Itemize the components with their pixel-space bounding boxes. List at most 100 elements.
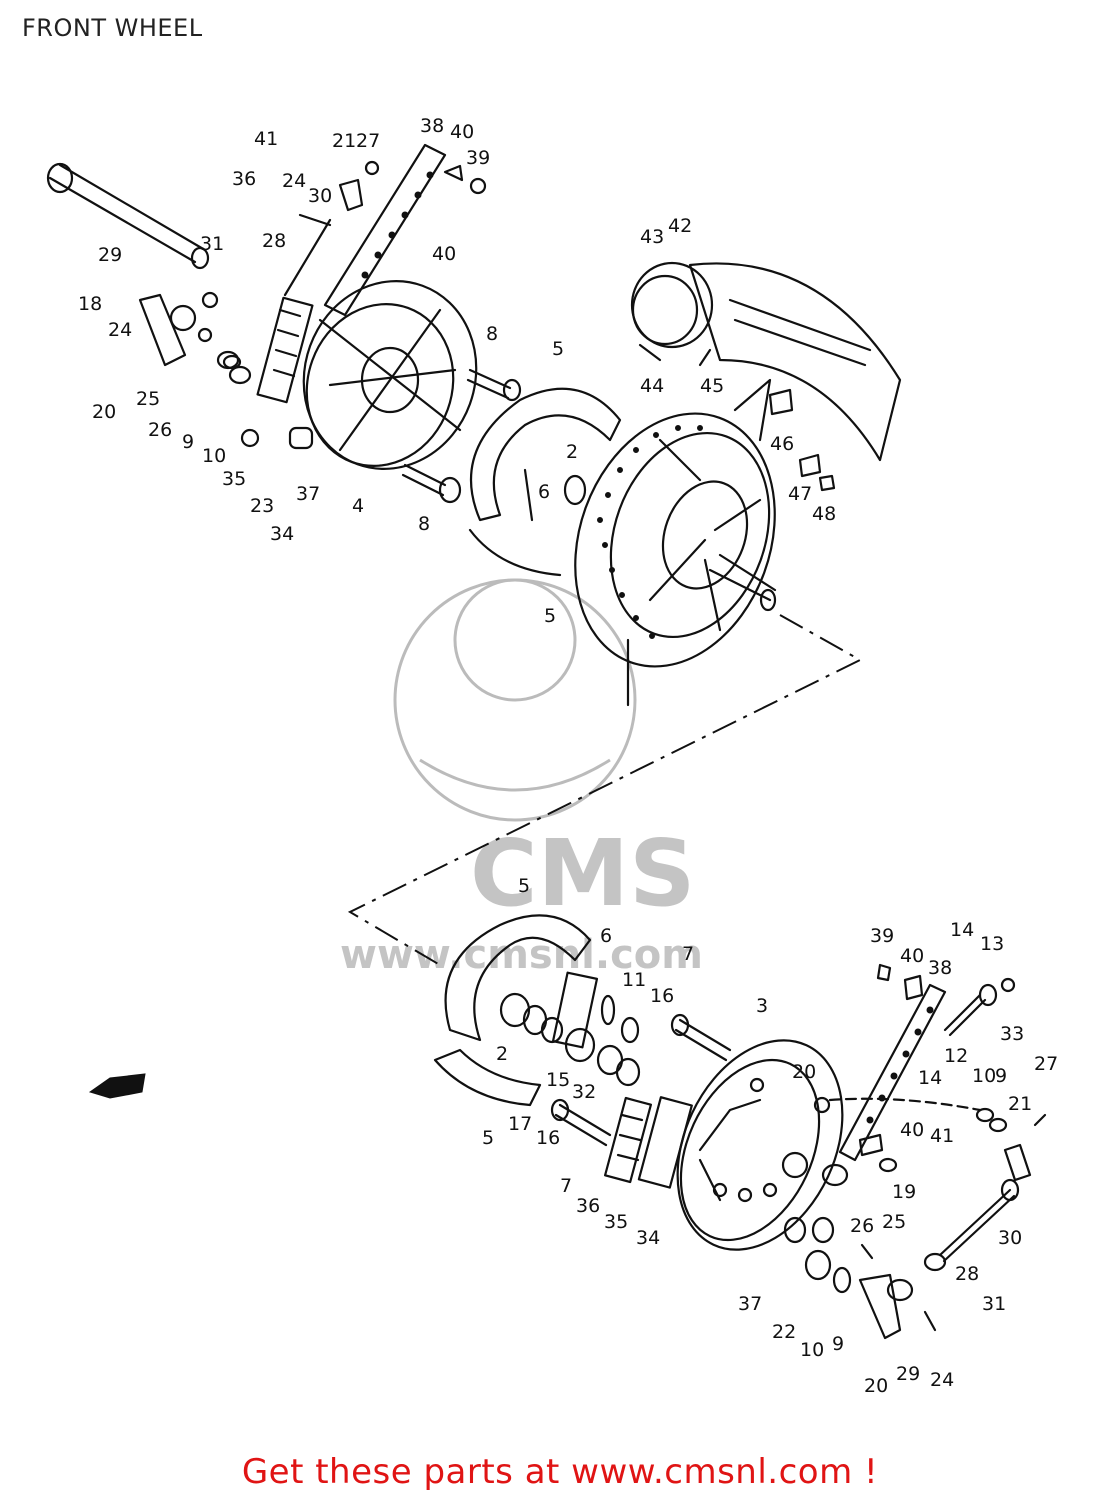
callout-label: 27 [1034, 1053, 1058, 1075]
callout-label: 2 [566, 441, 578, 463]
callout-label: 26 [850, 1215, 874, 1237]
callout-label: 34 [636, 1227, 660, 1249]
torque-link-lower [828, 963, 1016, 1173]
callout-label: 14 [918, 1067, 942, 1089]
callout-label: 33 [1000, 1023, 1024, 1045]
callout-label: 24 [282, 170, 306, 192]
callout-label: 48 [812, 503, 836, 525]
callout-label: 45 [700, 375, 724, 397]
callout-label: 22 [772, 1321, 796, 1343]
callout-label: 38 [928, 957, 952, 979]
callout-label: 25 [882, 1211, 906, 1233]
callout-label: 19 [892, 1181, 916, 1203]
callout-label: 35 [604, 1211, 628, 1233]
callout-label: 37 [296, 483, 320, 505]
brake-shoe-upper [468, 387, 622, 577]
speedo-gearbox [630, 261, 902, 492]
callout-label: 7 [560, 1175, 572, 1197]
callout-label: 40 [900, 945, 924, 967]
callout-label: 14 [950, 919, 974, 941]
callout-label: 4 [352, 495, 364, 517]
callout-label: 21 [1008, 1093, 1032, 1115]
callout-label: 40 [900, 1119, 924, 1141]
callout-label: 38 [420, 115, 444, 137]
callout-label: 31 [982, 1293, 1006, 1315]
callout-label: 15 [546, 1069, 570, 1091]
callout-label: 5 [482, 1127, 494, 1149]
callout-label: 30 [998, 1227, 1022, 1249]
callout-label: 44 [640, 375, 664, 397]
callout-label: 10 [972, 1065, 996, 1087]
callout-label: 26 [148, 419, 172, 441]
callout-label: 32 [572, 1081, 596, 1103]
callout-label: 5 [544, 605, 556, 627]
callout-label: 29 [896, 1363, 920, 1385]
callout-label: 23 [250, 495, 274, 517]
callout-label: 8 [486, 323, 498, 345]
callout-label: 39 [466, 147, 490, 169]
callout-label: 2 [496, 1043, 508, 1065]
assembly-connector [347, 614, 863, 966]
callout-label: 41 [254, 128, 278, 150]
callout-label: 25 [136, 388, 160, 410]
watermark-brand: CMS [470, 820, 695, 927]
callout-label: 20 [92, 401, 116, 423]
callout-labels: 41 21 27 38 40 39 36 24 30 31 28 29 40 1… [78, 115, 1058, 1397]
callout-label: 47 [788, 483, 812, 505]
hub-holes-pattern [597, 425, 703, 639]
callout-label: 39 [870, 925, 894, 947]
callout-label: 8 [418, 513, 430, 535]
page-title: FRONT WHEEL [22, 14, 203, 42]
callout-label: 40 [450, 121, 474, 143]
brake-arm-lower [783, 1107, 1047, 1340]
callout-label: 20 [864, 1375, 888, 1397]
front-direction-arrow-icon [88, 1073, 146, 1099]
callout-label: 46 [770, 433, 794, 455]
callout-label: 6 [600, 925, 612, 947]
callout-label: 20 [792, 1061, 816, 1083]
torque-link-upper [283, 143, 487, 317]
callout-label: 24 [108, 319, 132, 341]
callout-label: 17 [508, 1113, 532, 1135]
callout-label: 11 [622, 969, 646, 991]
callout-label: 31 [200, 233, 224, 255]
callout-label: 12 [944, 1045, 968, 1067]
callout-label: 5 [552, 338, 564, 360]
callout-label: 10 [800, 1339, 824, 1361]
parts-link-footer[interactable]: Get these parts at www.cmsnl.com ! [241, 1452, 879, 1492]
callout-label: 35 [222, 468, 246, 490]
callout-label: 36 [576, 1195, 600, 1217]
front-axle [46, 162, 210, 270]
callout-label: 27 [356, 130, 380, 152]
callout-label: 16 [536, 1127, 560, 1149]
brake-shoe-lower [433, 914, 599, 1107]
brake-arm-upper [138, 291, 252, 385]
brake-pads-lower [603, 1096, 693, 1189]
brake-panel-lower [676, 1039, 844, 1251]
callout-label: 10 [202, 445, 226, 467]
callout-label: 28 [262, 230, 286, 252]
callout-label: 13 [980, 933, 1004, 955]
callout-label: 24 [930, 1369, 954, 1391]
callout-label: 9 [832, 1333, 844, 1355]
callout-label: 9 [995, 1065, 1007, 1087]
callout-label: 28 [955, 1263, 979, 1285]
callout-label: 9 [182, 431, 194, 453]
callout-label: 5 [518, 875, 530, 897]
cam-bolts-lower [550, 1013, 732, 1147]
callout-label: 21 [332, 130, 356, 152]
callout-label: 16 [650, 985, 674, 1007]
callout-label: 42 [668, 215, 692, 237]
callout-label: 41 [930, 1125, 954, 1147]
cms-watermark: CMS www.cmsnl.com [340, 578, 703, 978]
callout-label: 3 [756, 995, 768, 1017]
callout-label: 43 [640, 226, 664, 248]
callout-label: 34 [270, 523, 294, 545]
callout-label: 18 [78, 293, 102, 315]
callout-label: 6 [538, 481, 550, 503]
callout-label: 40 [432, 243, 456, 265]
callout-label: 37 [738, 1293, 762, 1315]
callout-label: 30 [308, 185, 332, 207]
callout-label: 29 [98, 244, 122, 266]
